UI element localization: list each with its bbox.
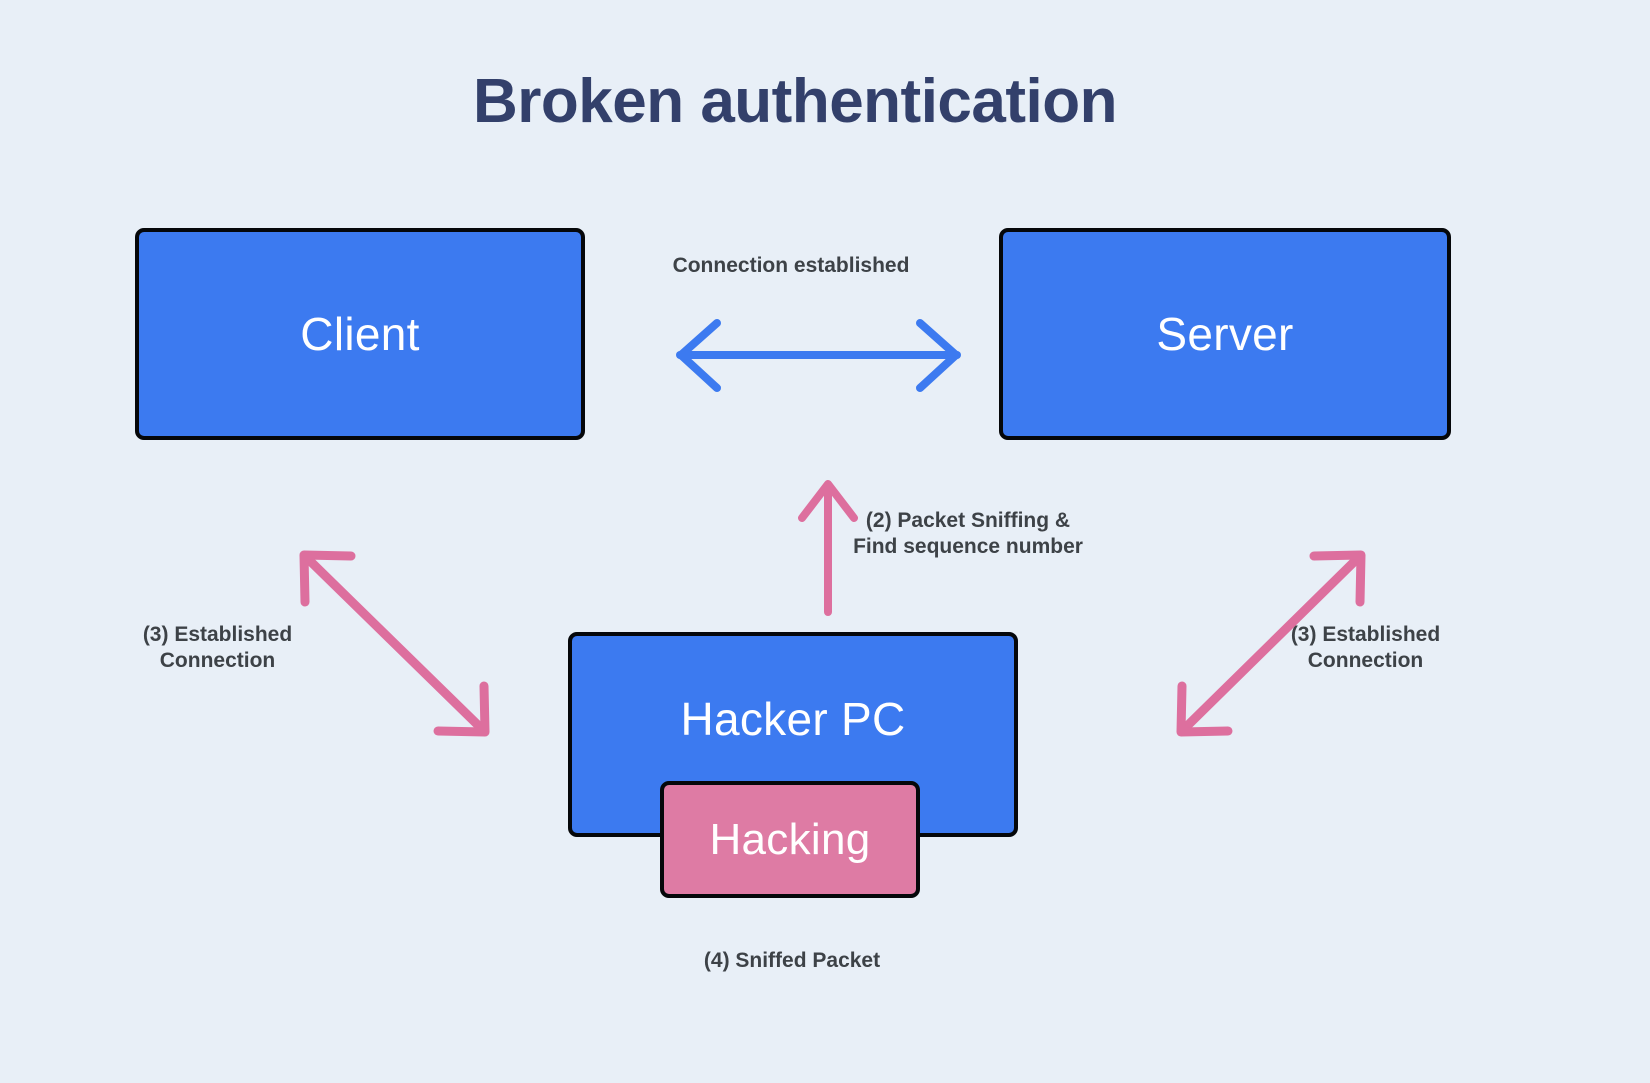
label-established-connection-left: (3) Established Connection [142, 623, 293, 672]
label-established-connection-right: (3) Established Connection [1290, 623, 1441, 672]
arrow-connection-established [676, 319, 961, 392]
label-packet-sniffing: (2) Packet Sniffing & Find sequence numb… [853, 509, 1083, 558]
page-title: Broken authentication [472, 67, 1118, 136]
node-hacker-pc-label: Hacker PC [680, 692, 906, 745]
arrow-packet-sniffing [798, 480, 858, 616]
node-client[interactable]: Client [135, 228, 585, 440]
arrow-established-right [1176, 550, 1366, 737]
node-client-label: Client [300, 308, 420, 360]
label-connection-established: Connection established [672, 254, 910, 277]
node-hacking-label: Hacking [709, 814, 871, 864]
node-server-label: Server [1156, 308, 1294, 360]
arrow-established-left [299, 550, 490, 737]
label-sniffed-packet: (4) Sniffed Packet [703, 949, 881, 972]
node-server[interactable]: Server [999, 228, 1451, 440]
node-hacking[interactable]: Hacking [660, 781, 920, 898]
